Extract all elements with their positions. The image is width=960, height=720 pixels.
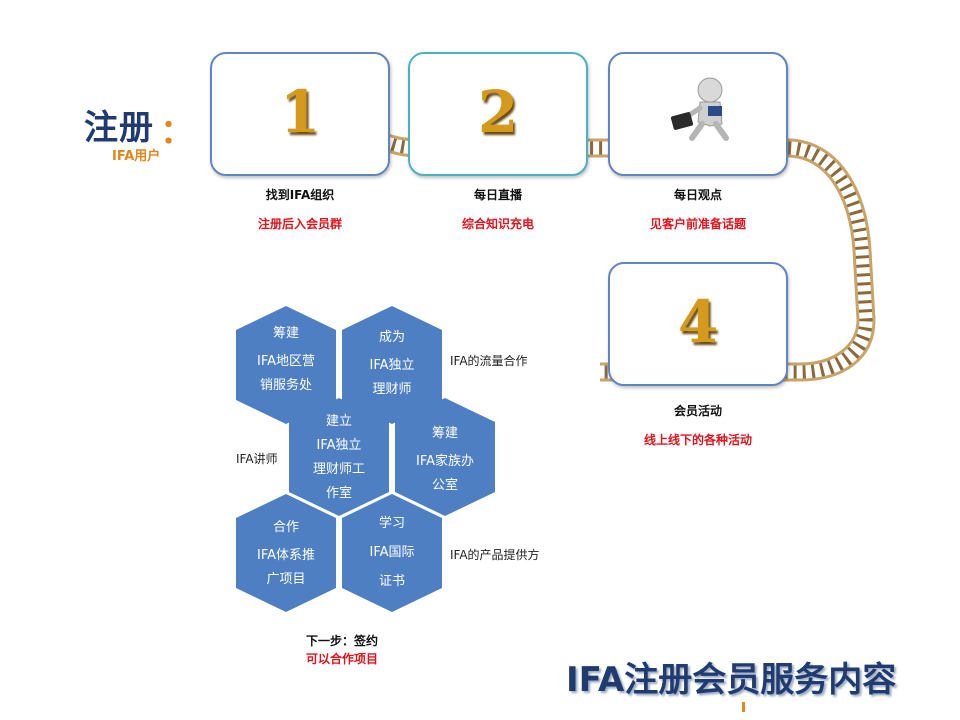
- hexagon-5-text: 合作 IFA体系推 广项目: [256, 520, 315, 587]
- step-title-1: 找到IFA组织: [265, 188, 335, 202]
- businessman-icon: [670, 77, 729, 141]
- title-colon: ：: [160, 112, 194, 152]
- hexagon-3-text: 建立 IFA独立 理财师工 作室: [312, 414, 365, 501]
- step-number-2: 2: [477, 78, 519, 146]
- step-card-2: 2: [408, 52, 588, 176]
- step-desc-4: 线上线下的各种活动: [643, 433, 752, 447]
- step-desc-1: 注册后入会员群: [257, 217, 342, 231]
- step-number-1: 1: [279, 78, 321, 146]
- label-product-provider: IFA的产品提供方: [450, 548, 540, 562]
- bottom-title: IFA注册会员服务内容: [566, 660, 897, 700]
- hexagon-1: [236, 306, 336, 424]
- hexagon-6: [342, 494, 442, 612]
- hexagon-4: [395, 398, 495, 516]
- step-card-3: [608, 52, 788, 176]
- next-step-label: 下一步：签约: [306, 634, 379, 648]
- page-subtitle: IFA用户: [112, 149, 161, 164]
- label-traffic-cooperation: IFA的流量合作: [450, 354, 528, 368]
- hexagon-2: [342, 306, 442, 424]
- step-number-4: 4: [677, 288, 719, 356]
- label-lecturer: IFA讲师: [236, 452, 278, 466]
- step-title-4: 会员活动: [673, 404, 722, 418]
- next-step-detail: 可以合作项目: [306, 652, 379, 666]
- step-desc-2: 综合知识充电: [461, 217, 534, 231]
- step-card-4: 4: [608, 262, 788, 386]
- hexagon-6-text: 学习 IFA国际 证书: [369, 516, 415, 589]
- step-desc-3: 见客户前准备话题: [649, 217, 746, 231]
- hexagon-5: [236, 494, 336, 612]
- orange-marker: [742, 702, 745, 712]
- hexagon-4-text: 筹建 IFA家族办 公室: [415, 426, 474, 493]
- hexagon-1-text: 筹建 IFA地区营 销服务处: [256, 326, 315, 393]
- step-title-3: 每日观点: [673, 188, 722, 202]
- page-title: 注册: [84, 108, 154, 148]
- step-title-2: 每日直播: [473, 188, 522, 202]
- hexagon-2-text: 成为 IFA独立 理财师: [369, 330, 415, 397]
- hexagon-3: [289, 398, 389, 516]
- step-card-1: 1: [210, 52, 390, 176]
